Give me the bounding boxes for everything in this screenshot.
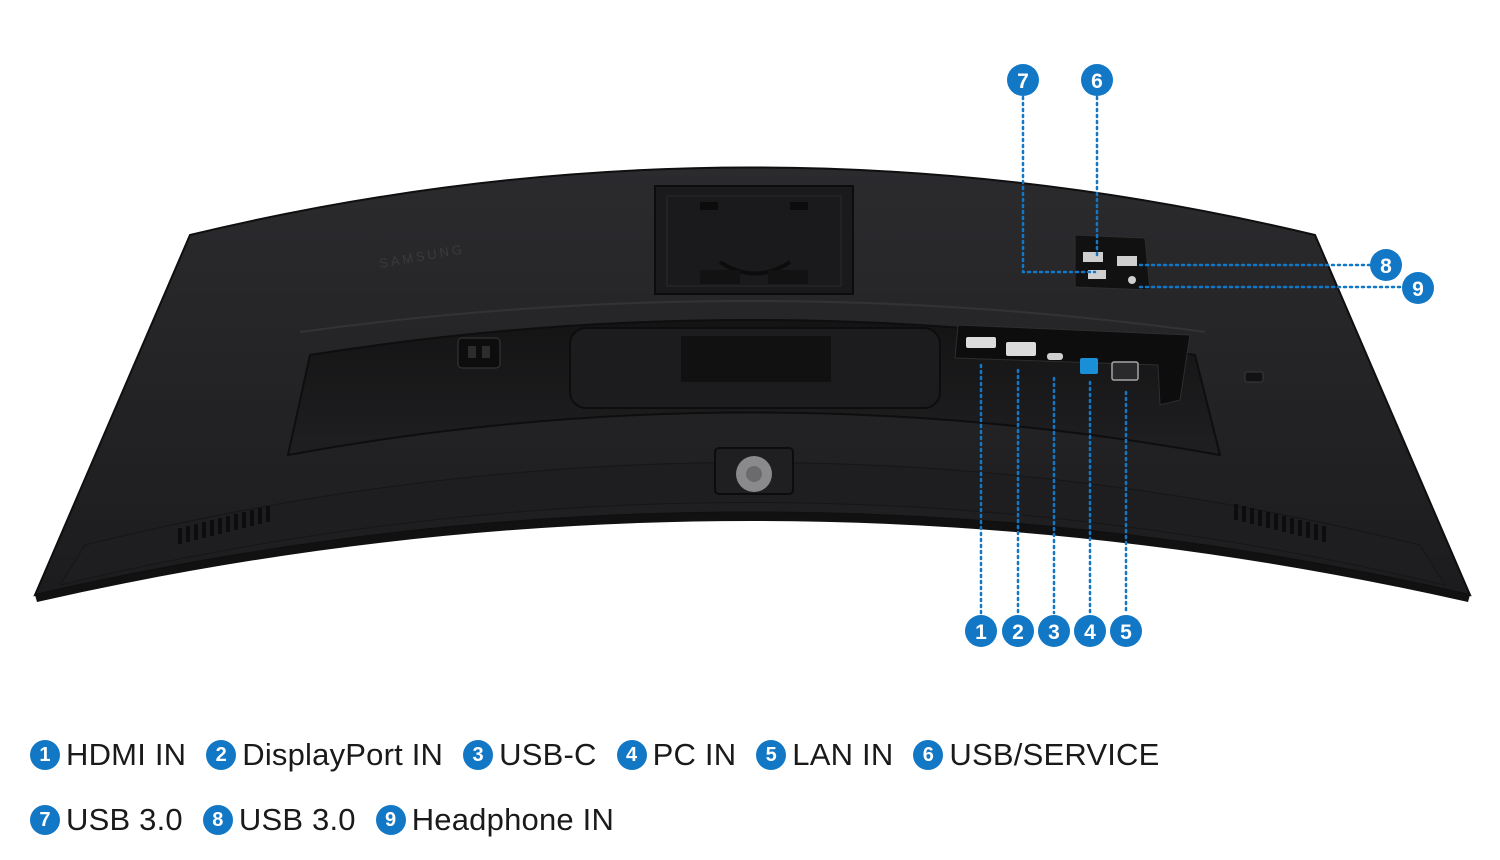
stand-neck-cover	[569, 327, 941, 409]
monitor-bottom-edge	[35, 512, 1470, 602]
legend-number-badge: 5	[756, 740, 787, 770]
callout-5-number: 5	[1120, 621, 1132, 644]
legend-number-badge: 7	[30, 805, 60, 835]
callout-2-number: 2	[1012, 621, 1024, 644]
legend-number-badge: 8	[202, 805, 233, 835]
callout-7: 7	[1007, 64, 1039, 96]
power-connector	[457, 337, 501, 369]
usb-3-port-a	[1117, 256, 1137, 266]
right-vent	[1234, 504, 1326, 542]
legend-number-badge: 1	[30, 740, 60, 770]
callout-3-number: 3	[1048, 621, 1060, 644]
legend-label: DisplayPort IN	[242, 737, 444, 772]
legend-item-displayport-in: 2 DisplayPort IN	[206, 737, 443, 773]
stand-mount-plate	[654, 185, 854, 295]
displayport-port	[1006, 342, 1036, 356]
legend-item-usb-service: 6 USB/SERVICE	[913, 737, 1159, 773]
callout-8-number: 8	[1380, 255, 1392, 278]
lan-port	[1111, 361, 1139, 381]
callout-9-number: 9	[1412, 278, 1424, 301]
legend-number-badge: 3	[463, 740, 494, 770]
legend-item-pc-in: 4 PC IN	[616, 737, 737, 773]
legend-row-1: 1 HDMI IN 2 DisplayPort IN 3 USB-C 4 PC …	[30, 737, 1180, 773]
callout-6: 6	[1081, 64, 1113, 96]
callout-9: 9	[1402, 272, 1434, 304]
leader-lines	[979, 95, 1404, 615]
legend-label: PC IN	[652, 737, 737, 772]
callout-1: 1	[965, 615, 997, 647]
joystick-control	[714, 447, 794, 495]
callout-5: 5	[1110, 615, 1142, 647]
legend-number-badge: 9	[375, 805, 406, 835]
legend-item-usb-3-a: 7 USB 3.0	[30, 802, 183, 838]
callout-4: 4	[1074, 615, 1106, 647]
legend-item-lan-in: 5 LAN IN	[756, 737, 893, 773]
legend-label: USB 3.0	[66, 802, 183, 837]
legend-row-2: 7 USB 3.0 8 USB 3.0 9 Headphone IN	[30, 802, 634, 838]
usb-3-port-b	[1088, 270, 1106, 279]
callout-2: 2	[1002, 615, 1034, 647]
security-slot	[1244, 371, 1264, 383]
leader-line-7	[1021, 95, 1097, 274]
legend-number-badge: 2	[206, 740, 237, 770]
legend-item-hdmi-in: 1 HDMI IN	[30, 737, 186, 773]
hdmi-port	[966, 337, 996, 348]
recess-top-edge	[299, 300, 1206, 333]
legend-item-usb-3-b: 8 USB 3.0	[202, 802, 356, 838]
callout-3: 3	[1038, 615, 1070, 647]
rear-port-panel	[954, 324, 1191, 406]
side-port-cluster	[1074, 234, 1151, 291]
legend-item-usb-c: 3 USB-C	[463, 737, 596, 773]
legend-label: USB/SERVICE	[949, 737, 1160, 772]
legend-label: Headphone IN	[411, 802, 615, 837]
callout-4-number: 4	[1084, 621, 1096, 644]
headphone-jack	[1128, 276, 1136, 284]
legend-number-badge: 6	[913, 740, 944, 770]
left-vent	[178, 506, 270, 544]
callout-8: 8	[1370, 249, 1402, 281]
pc-in-port	[1080, 358, 1098, 374]
callout-7-number: 7	[1017, 70, 1029, 93]
legend-label: USB 3.0	[238, 802, 356, 837]
usb-c-port	[1047, 353, 1063, 360]
legend-label: LAN IN	[792, 737, 894, 772]
usb-service-port	[1083, 252, 1103, 262]
legend-label: USB-C	[499, 737, 597, 772]
legend-label: HDMI IN	[66, 737, 187, 772]
monitor-ribbed-band	[58, 462, 1447, 586]
legend-number-badge: 4	[616, 740, 647, 770]
callout-1-number: 1	[975, 621, 987, 644]
legend-item-headphone-in: 9 Headphone IN	[375, 802, 615, 838]
callout-6-number: 6	[1091, 70, 1103, 93]
